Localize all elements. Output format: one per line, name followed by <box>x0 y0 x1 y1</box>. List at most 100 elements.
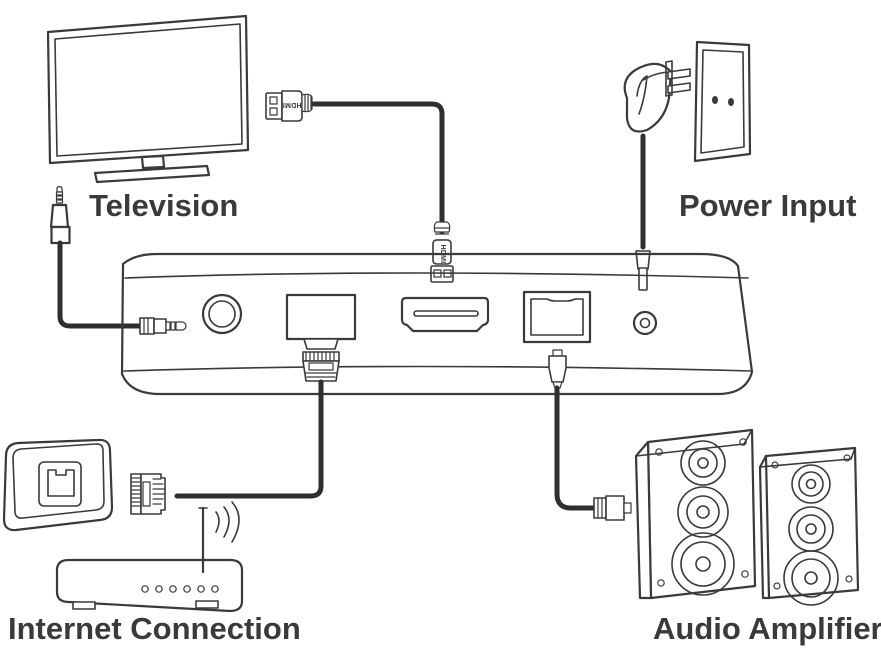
av-plug-h-body <box>153 318 167 334</box>
set-top-box <box>120 252 754 396</box>
optical-port-opening <box>530 298 584 336</box>
lan-port-frame <box>285 293 357 341</box>
speaker-right-tweeter-outer <box>791 464 831 504</box>
speaker-right-woofer-cone <box>791 558 831 598</box>
speaker-left-screw-bl <box>657 579 665 587</box>
speaker-right-screw-tr <box>843 454 851 462</box>
wall-jack-inner-bevel <box>12 443 105 519</box>
speaker-right-screw-tl <box>771 461 779 469</box>
cable-hdmi <box>311 101 445 235</box>
television-device <box>46 14 250 184</box>
speaker-left-tweeter-mid <box>688 448 718 478</box>
tv-screen <box>54 23 243 157</box>
optical-port-frame <box>522 290 592 344</box>
speaker-left-screw-br <box>741 570 749 578</box>
av-plug-ring-3 <box>55 199 64 204</box>
power-adapter-body <box>623 62 673 133</box>
rj45-device-pins <box>305 351 335 362</box>
wifi-wave-3-icon <box>231 501 240 543</box>
hdmi-plug-text: HDMI <box>282 101 301 108</box>
dc-plug-body <box>635 250 651 270</box>
ethernet-connector-device-end <box>302 351 340 382</box>
av-plug-h-ring-2 <box>170 321 176 331</box>
set-top-box-bottom-seam <box>123 365 752 372</box>
rj45-device-window <box>308 362 334 371</box>
label-television: Television <box>89 188 238 223</box>
av-plug-tip <box>56 186 63 193</box>
speaker-left-top-panel <box>635 429 753 457</box>
av-plug-horizontal <box>139 317 187 335</box>
speaker-left <box>634 428 757 600</box>
router-led-6 <box>211 585 219 593</box>
label-audio-amplifier: Audio Amplifier <box>653 611 881 646</box>
hdmi-port <box>400 296 490 333</box>
router-led-2 <box>155 585 163 593</box>
optical-device-ferrule <box>552 349 563 357</box>
optical-speaker-body <box>605 495 625 521</box>
av-plug-body <box>49 203 70 229</box>
rj45-wall-pins <box>130 477 142 507</box>
av-plug-h-boot <box>139 317 155 335</box>
hdmi-port-slot <box>413 310 479 317</box>
optical-device-body <box>548 355 567 383</box>
speaker-left-mid-dome <box>696 505 710 519</box>
wall-socket-pin-1 <box>712 96 718 104</box>
cable-ethernet <box>174 379 324 499</box>
wifi-wave-1-icon <box>215 511 220 533</box>
router-led-1 <box>141 585 149 593</box>
tv-stand-base <box>93 164 211 184</box>
ir-receiver-port <box>201 293 243 335</box>
speaker-right-side-panel <box>758 454 771 600</box>
wifi-router <box>55 501 244 613</box>
router-body <box>55 558 244 613</box>
hdmi-device-body <box>432 239 452 265</box>
set-top-box-top-seam <box>124 272 749 279</box>
optical-speaker-ferrule <box>623 502 632 514</box>
rj45-wall-grip <box>152 478 165 505</box>
speaker-left-mid-outer <box>677 486 729 538</box>
av-plug-h-ring-1 <box>165 321 171 331</box>
ir-port-outer-ring <box>201 293 243 335</box>
hdmi-device-strain-relief <box>433 221 451 233</box>
dc-plug-barrel <box>638 267 648 291</box>
hdmi-connector-tv-end: HDMI <box>265 90 313 122</box>
dc-jack <box>632 310 658 336</box>
av-plug-h-grip <box>143 317 149 335</box>
speaker-left-woofer-dome <box>695 556 711 572</box>
optical-port <box>522 290 592 344</box>
set-top-box-outline <box>120 252 754 396</box>
speaker-left-mid-cone <box>686 495 720 529</box>
hdmi-port-shell <box>400 296 490 333</box>
speaker-left-tweeter-outer <box>680 440 726 486</box>
speaker-left-screw-tl <box>655 448 663 456</box>
speaker-right-screw-br <box>845 575 853 583</box>
power-adapter-pin-block <box>665 60 673 97</box>
speaker-right <box>758 446 860 606</box>
optical-connector-device-end <box>548 349 567 389</box>
speaker-left-woofer-outer <box>671 532 735 596</box>
wall-jack-outer <box>2 438 114 532</box>
wall-socket-pin-2 <box>728 98 734 106</box>
wall-jack-rj45-icon <box>47 469 75 497</box>
hdmi-plug-ribs <box>304 94 312 112</box>
rj45-wall-jack <box>2 438 114 532</box>
speaker-left-tweeter-dome <box>697 457 709 469</box>
speaker-right-mid-cone <box>796 514 826 544</box>
hdmi-plug-hole-2 <box>269 107 278 116</box>
power-adapter-edge <box>636 75 648 115</box>
cable-av <box>57 240 143 329</box>
speaker-left-front-panel <box>646 428 757 600</box>
cable-optical <box>554 385 597 511</box>
rj45-device-grip <box>305 372 337 378</box>
router-led-4 <box>183 585 191 593</box>
speaker-left-side-panel <box>634 440 653 600</box>
av-plug-boot <box>50 225 71 245</box>
tv-stand-neck <box>140 154 166 170</box>
dc-jack-inner <box>639 317 651 329</box>
label-power-input: Power Input <box>679 188 856 223</box>
optical-connector-speaker-end <box>593 495 632 521</box>
wall-socket-inner <box>700 49 745 154</box>
av-plug-h-tip <box>175 321 187 331</box>
